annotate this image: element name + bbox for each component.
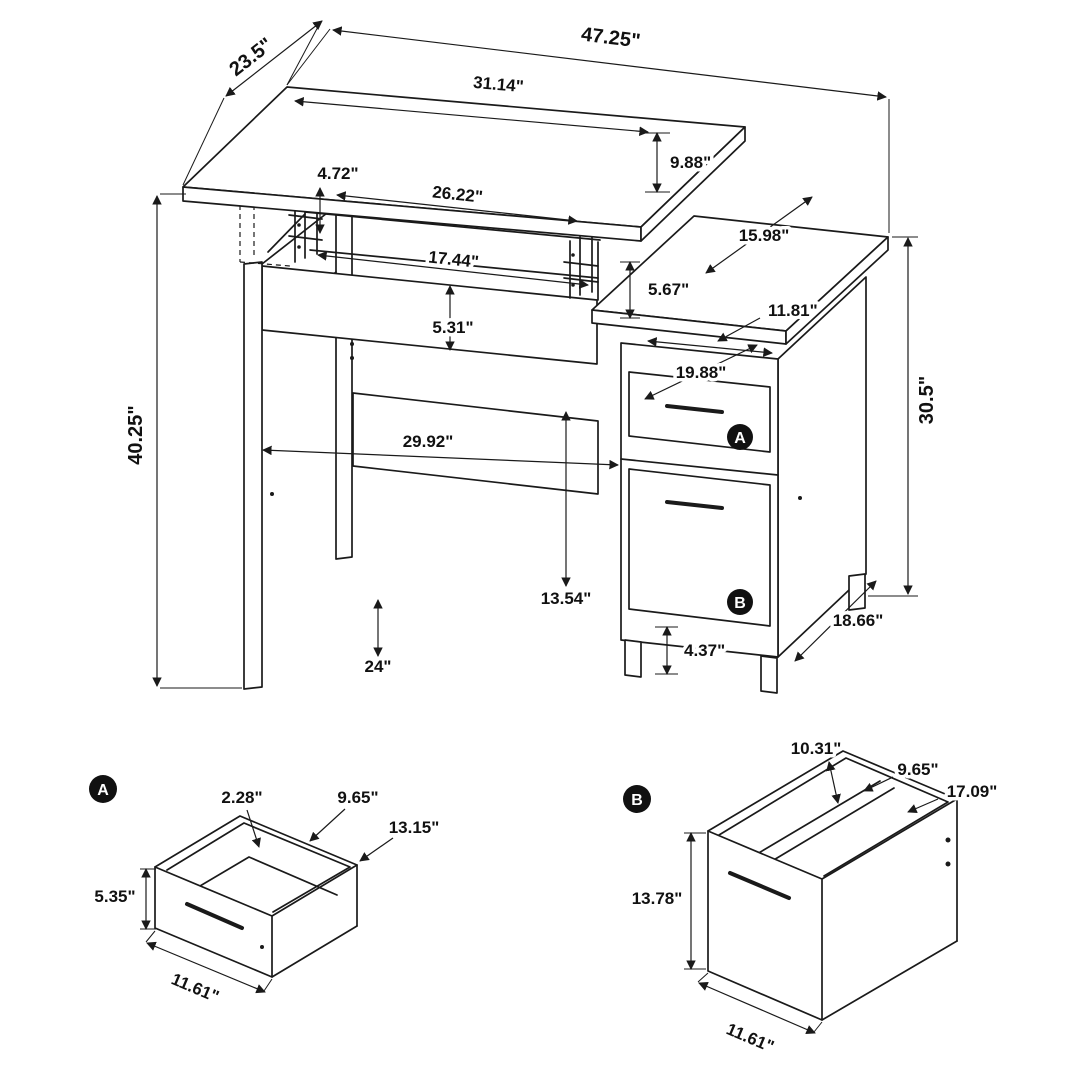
drawer-b-line-art [707,750,958,1021]
drawer-b-dimensions [684,761,939,1034]
detail-view-b: 10.31" 9.65" 17.09" 13.78" 11.61" B [623,736,1001,1060]
callout-marker-a-letter: A [734,430,746,447]
dim-lift-bracket-label: 4.72" [317,164,358,183]
dim-lift-top-width-label: 31.14" [472,73,524,96]
callout-marker-a: A [727,424,753,450]
drawer-a-dimensions [140,808,394,994]
dim-apron-height-label: 5.31" [432,318,473,337]
dim-a-inner-depth-label: 9.65" [337,788,378,807]
dim-knee-space-width-label: 29.92" [403,432,454,451]
dim-drawer-top-inset-label: 5.67" [648,280,689,299]
detail-a-marker: A [89,775,117,803]
dim-desk-height-label: 30.5" [916,376,938,424]
dim-lift-height-label: 9.88" [670,153,711,172]
dim-pedestal-depth-label: 18.66" [833,611,884,630]
dim-b-inner-height-label: 10.31" [791,739,842,758]
dim-a-inner-width-label: 13.15" [389,818,440,837]
dim-right-top-depth-label: 15.98" [739,226,790,245]
main-dimensions [152,20,918,689]
detail-b-marker-letter: B [631,792,643,809]
callout-marker-b: B [727,589,753,615]
dim-pedestal-top-depth-label: 19.88" [676,363,727,382]
dim-a-front-height-label: 5.35" [94,887,135,906]
detail-b-marker: B [623,785,651,813]
dim-b-front-width-label: 11.61" [724,1019,777,1056]
detail-view-a: 5.35" 11.61" 2.28" 9.65" 13.15" A [89,775,443,1010]
dim-foot-height-label: 4.37" [684,641,725,660]
detail-a-marker-letter: A [97,782,109,799]
dim-b-front-height-label: 13.78" [632,889,683,908]
desk-line-art [182,86,889,694]
dim-knee-space-height-label: 13.54" [541,589,592,608]
dim-a-side-thickness-label: 2.28" [221,788,262,807]
dim-overall-depth-label: 23.5" [225,34,277,81]
dim-knee-clearance-label: 24" [365,657,392,676]
dim-b-inner-depth-label: 9.65" [897,760,938,779]
callout-marker-b-letter: B [734,595,746,612]
dim-a-front-width-label: 11.61" [169,969,222,1006]
main-view: 47.25" 23.5" 31.14" 9.88" 4.72" 26.22" 1… [122,20,942,694]
drawer-a-line-art [154,815,358,978]
dim-drawer-opening-width-label: 11.81" [768,301,818,320]
dim-b-outer-depth-label: 17.09" [947,782,998,801]
dim-overall-width-label: 47.25" [580,23,642,52]
dim-overall-height-label: 40.25" [125,405,147,465]
